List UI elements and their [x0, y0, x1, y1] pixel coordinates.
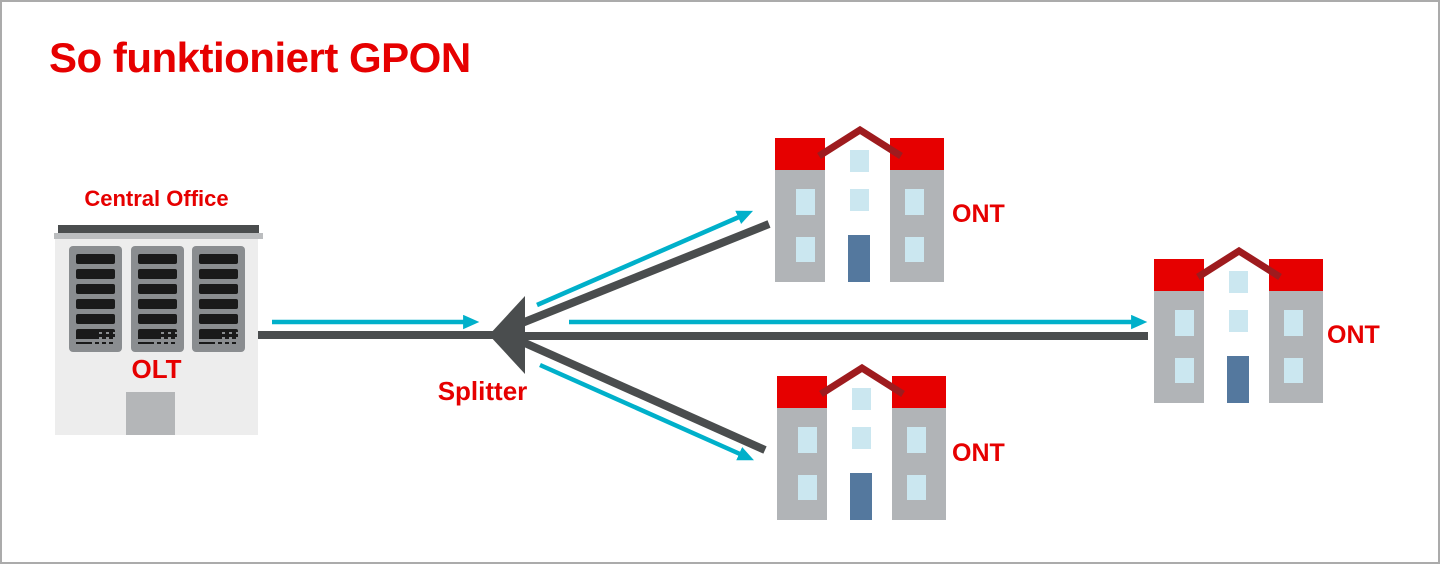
ont-label-right: ONT [1327, 321, 1380, 349]
central-office-label: Central Office [84, 186, 229, 211]
window [905, 189, 924, 215]
house-gable-icon [819, 363, 905, 397]
ont-label-bottom: ONT [952, 439, 1005, 467]
fiber-line-splitter-to-ont-top [505, 220, 771, 333]
house-gable-icon [1196, 246, 1282, 280]
window [1175, 310, 1194, 336]
rack-vent-icon [95, 332, 115, 345]
window [852, 388, 871, 410]
window [907, 427, 926, 453]
rack-vent-icon [76, 332, 92, 345]
central-office-building-icon [55, 239, 258, 435]
signal-arrow-to-ont-top [536, 210, 754, 308]
window [1175, 358, 1194, 383]
house-door [1227, 356, 1249, 403]
olt-label: OLT [131, 354, 182, 384]
splitter-label: Splitter [437, 376, 528, 406]
window [852, 427, 871, 449]
fiber-line-splitter-to-ont-bottom [505, 331, 767, 454]
window [1229, 271, 1248, 293]
ont-label-top: ONT [952, 200, 1005, 228]
central-office-roof-dark [58, 225, 259, 234]
rack-vent-icon [199, 332, 215, 345]
rack-vent-icon [218, 332, 238, 345]
house-right-wing [1269, 291, 1323, 403]
house-left-wing [1154, 291, 1204, 403]
window [850, 189, 869, 211]
server-rack-icon [131, 246, 184, 352]
house-left-wing [775, 170, 825, 282]
window [1229, 310, 1248, 332]
central-office-roof-light [54, 233, 263, 239]
window [796, 237, 815, 262]
window [798, 475, 817, 500]
window [850, 150, 869, 172]
signal-arrow-to-ont-bottom [539, 362, 754, 461]
house-door [848, 235, 870, 282]
server-rack-icon [192, 246, 245, 352]
page-title: So funktioniert GPON [49, 34, 471, 81]
splitter-icon [489, 296, 525, 374]
house-icon [775, 125, 944, 283]
house-right-wing [892, 408, 946, 520]
rack-vent-icon [138, 332, 154, 345]
server-rack-icon [69, 246, 122, 352]
window [798, 427, 817, 453]
window [1284, 310, 1303, 336]
house-door [850, 473, 872, 520]
house-right-wing [890, 170, 944, 282]
house-gable-icon [817, 125, 903, 159]
house-left-wing [777, 408, 827, 520]
rack-vent-icon [157, 332, 177, 345]
house-icon [777, 363, 946, 521]
central-office-door [126, 392, 175, 435]
house-icon [1154, 246, 1323, 404]
window [1284, 358, 1303, 383]
window [905, 237, 924, 262]
window [796, 189, 815, 215]
window [907, 475, 926, 500]
